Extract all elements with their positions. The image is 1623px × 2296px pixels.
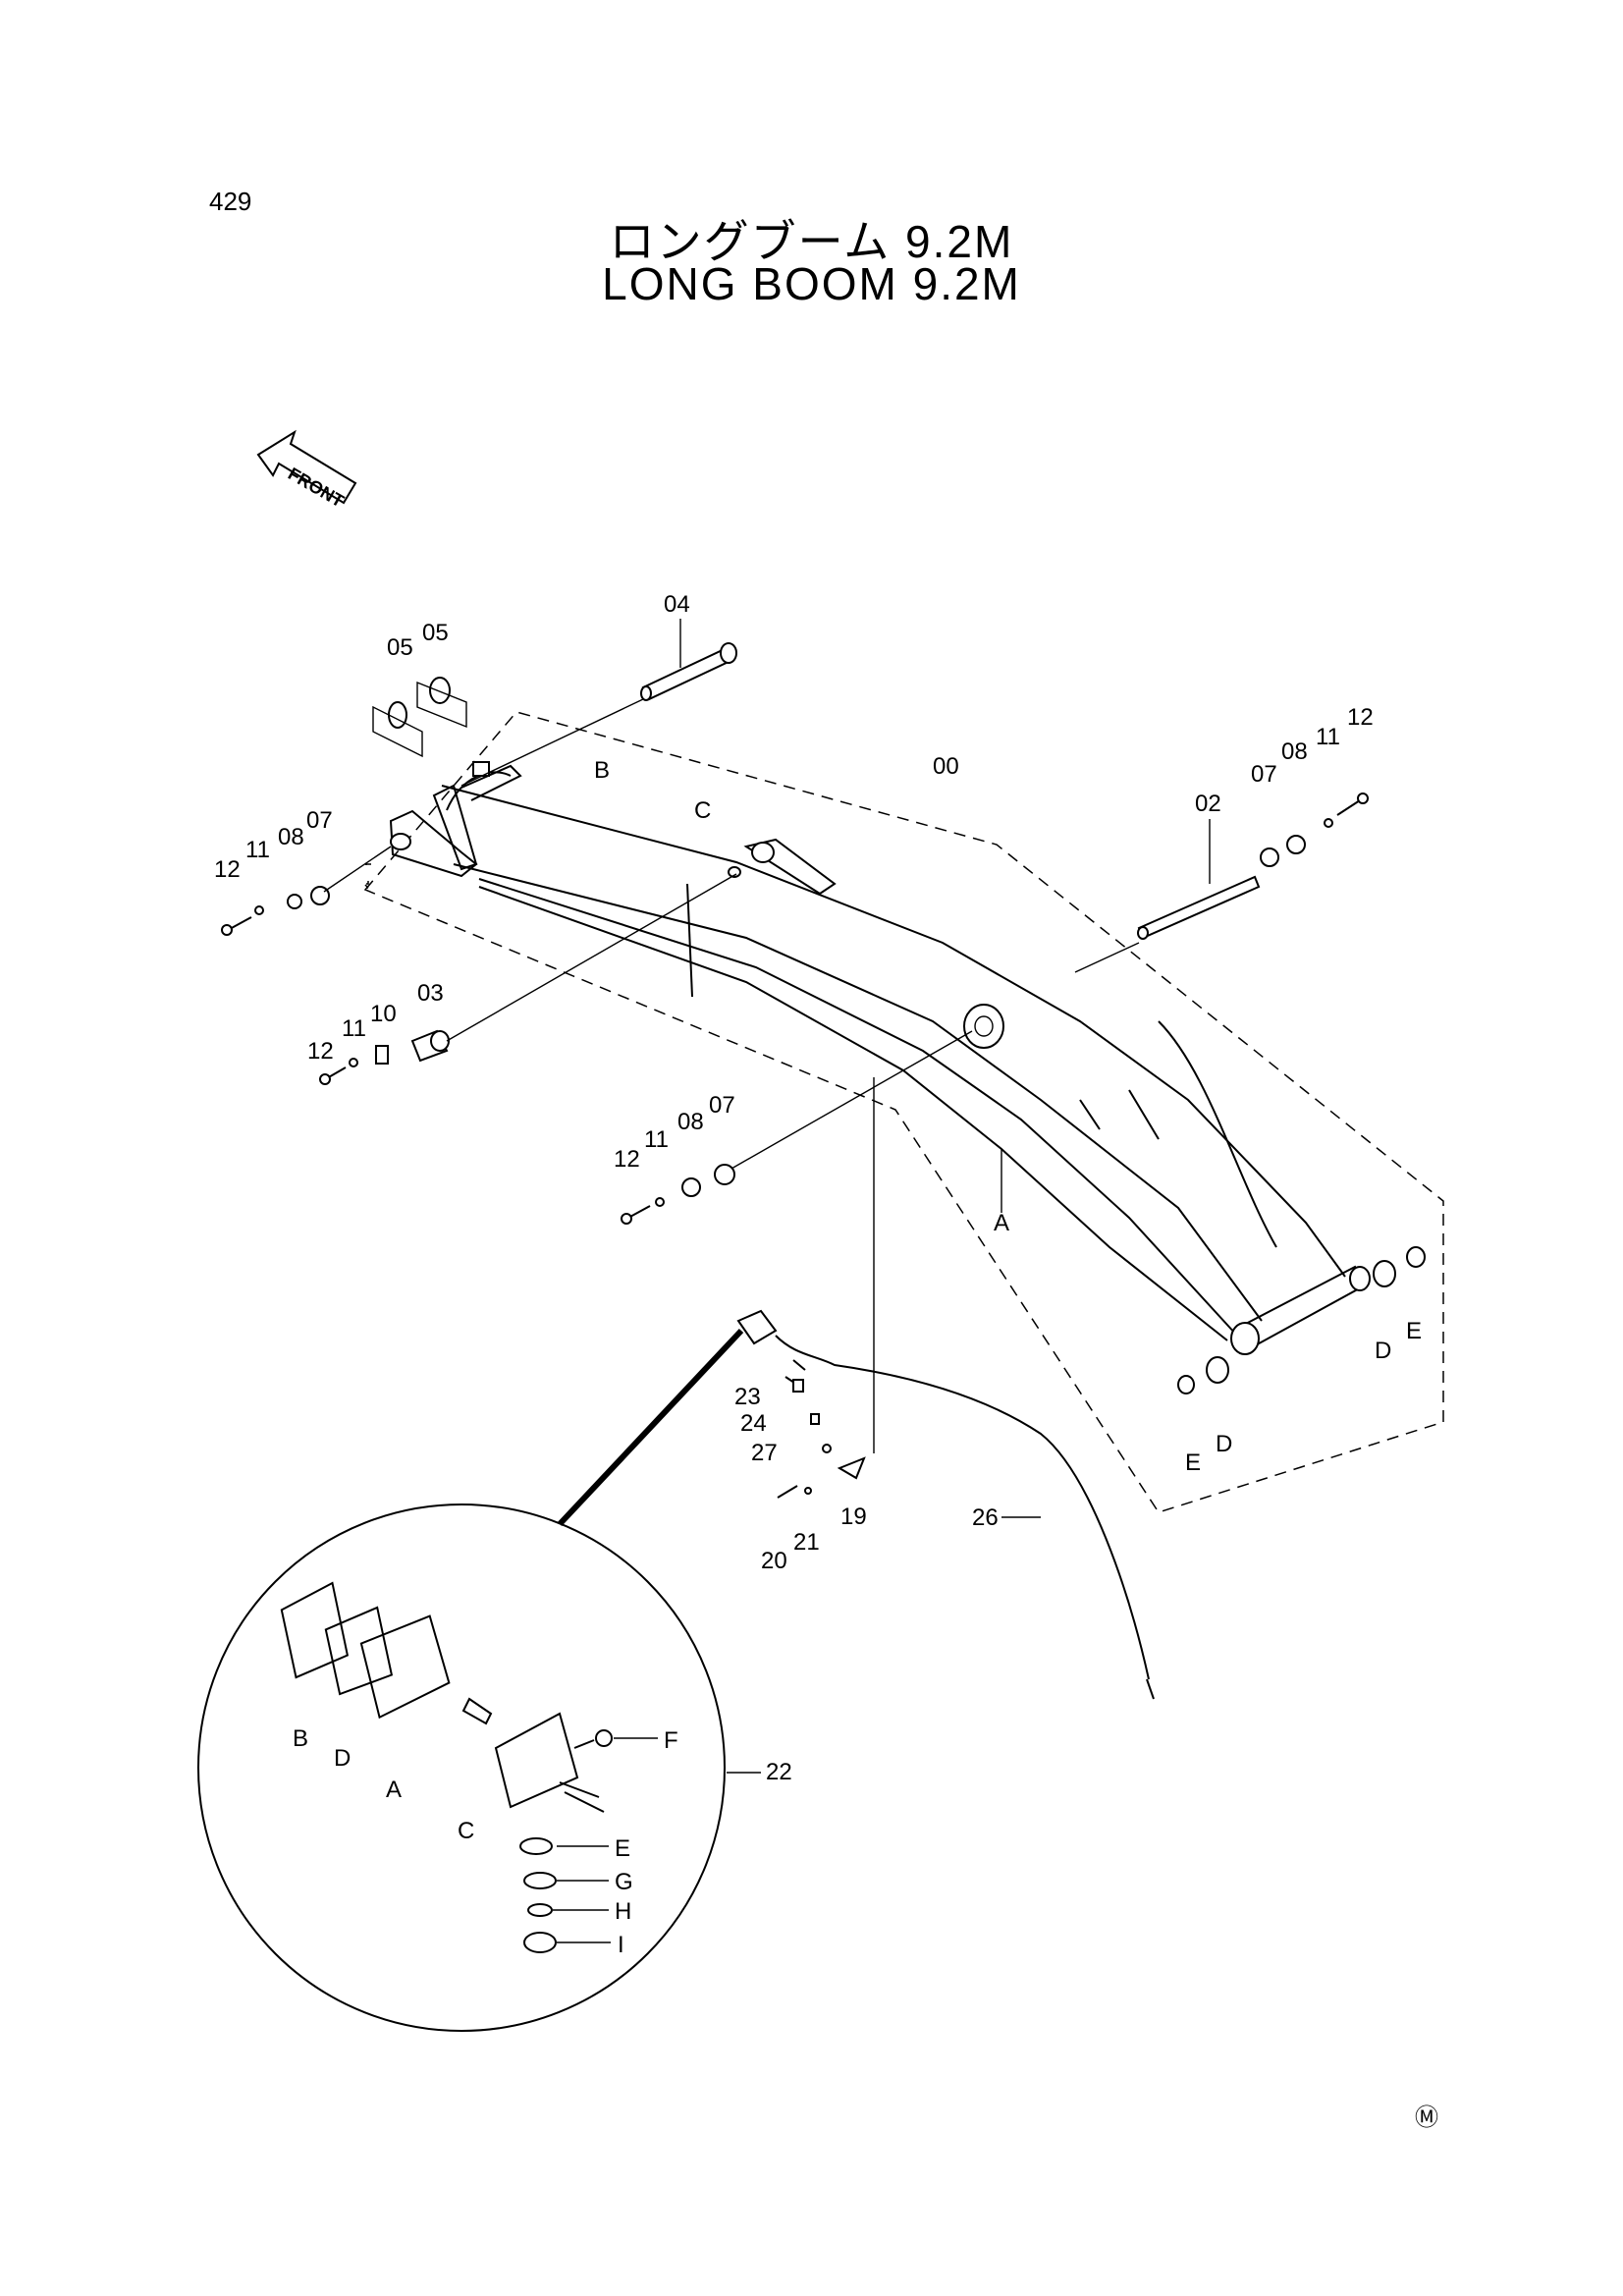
callout-12c: 12 xyxy=(1347,704,1374,731)
hardware-left-top xyxy=(221,846,392,936)
label-E-right: E xyxy=(1406,1318,1422,1344)
callout-00: 00 xyxy=(933,753,959,780)
detail-label-B: B xyxy=(293,1725,308,1752)
callout-07b: 07 xyxy=(709,1092,735,1119)
label-D-right: D xyxy=(1375,1338,1391,1364)
callout-20: 20 xyxy=(761,1548,787,1574)
callout-19: 19 xyxy=(840,1503,867,1530)
callout-10: 10 xyxy=(370,1001,397,1027)
callout-12a: 12 xyxy=(214,856,241,883)
front-arrow: FRONT xyxy=(256,429,357,511)
front-arrow-label: FRONT xyxy=(285,464,348,511)
detail-label-C: C xyxy=(458,1818,474,1844)
callout-12b: 12 xyxy=(307,1038,334,1065)
boom-boss xyxy=(963,1004,1004,1049)
title-japanese: ロングブーム 9.2M xyxy=(609,216,1014,267)
callout-03: 03 xyxy=(417,980,444,1007)
pin-02 xyxy=(1074,875,1261,973)
pin-03 xyxy=(410,873,737,1063)
detail-label-A: A xyxy=(386,1777,402,1803)
callout-11b: 11 xyxy=(342,1015,366,1042)
callout-11a: 11 xyxy=(245,837,270,863)
title-english: LONG BOOM 9.2M xyxy=(602,258,1021,309)
callout-26: 26 xyxy=(972,1504,999,1531)
washers-05 xyxy=(372,677,467,758)
callout-05a: 05 xyxy=(387,634,413,661)
bushings-de xyxy=(1177,1246,1426,1394)
callout-04: 04 xyxy=(664,591,690,618)
detail-label-I: I xyxy=(618,1932,624,1958)
callout-05b: 05 xyxy=(422,620,449,646)
callout-07c: 07 xyxy=(1251,761,1277,788)
detail-label-G: G xyxy=(615,1869,633,1895)
label-C: C xyxy=(694,797,711,824)
label-D-left: D xyxy=(1216,1431,1232,1457)
detail-label-D: D xyxy=(334,1745,351,1772)
detail-circle xyxy=(197,1503,726,2032)
callout-12d: 12 xyxy=(614,1146,640,1173)
callout-21: 21 xyxy=(793,1529,820,1556)
detail-label-E: E xyxy=(615,1835,630,1862)
label-A: A xyxy=(994,1210,1009,1236)
hardware-center xyxy=(621,1030,973,1225)
work-lamp-assembly xyxy=(736,1077,1155,1700)
callout-08b: 08 xyxy=(677,1109,704,1135)
callout-11d: 11 xyxy=(644,1126,669,1153)
callout-24: 24 xyxy=(740,1410,767,1437)
hardware-left-mid xyxy=(319,1045,389,1085)
hardware-right-top xyxy=(1260,793,1369,867)
page-number: 429 xyxy=(209,187,252,216)
footer-mark: Ⓜ xyxy=(1415,2105,1438,2131)
label-E-left: E xyxy=(1185,1449,1201,1476)
detail-label-F: F xyxy=(664,1727,678,1754)
callout-07a: 07 xyxy=(306,807,333,834)
detail-label-H: H xyxy=(615,1898,631,1925)
pin-04 xyxy=(460,642,737,787)
callout-08c: 08 xyxy=(1281,738,1308,765)
callout-27: 27 xyxy=(751,1440,778,1466)
callout-08a: 08 xyxy=(278,824,304,850)
label-B-top: B xyxy=(594,757,610,784)
callout-02: 02 xyxy=(1195,791,1221,817)
boom-body xyxy=(441,785,1371,1355)
callout-11c: 11 xyxy=(1316,724,1340,750)
callout-22: 22 xyxy=(766,1759,792,1785)
detail-leader xyxy=(557,1328,744,1527)
callout-23: 23 xyxy=(734,1384,761,1410)
boom-foot xyxy=(389,761,522,878)
assembly-boundary xyxy=(363,711,1444,1513)
cylinder-bracket xyxy=(728,838,837,896)
